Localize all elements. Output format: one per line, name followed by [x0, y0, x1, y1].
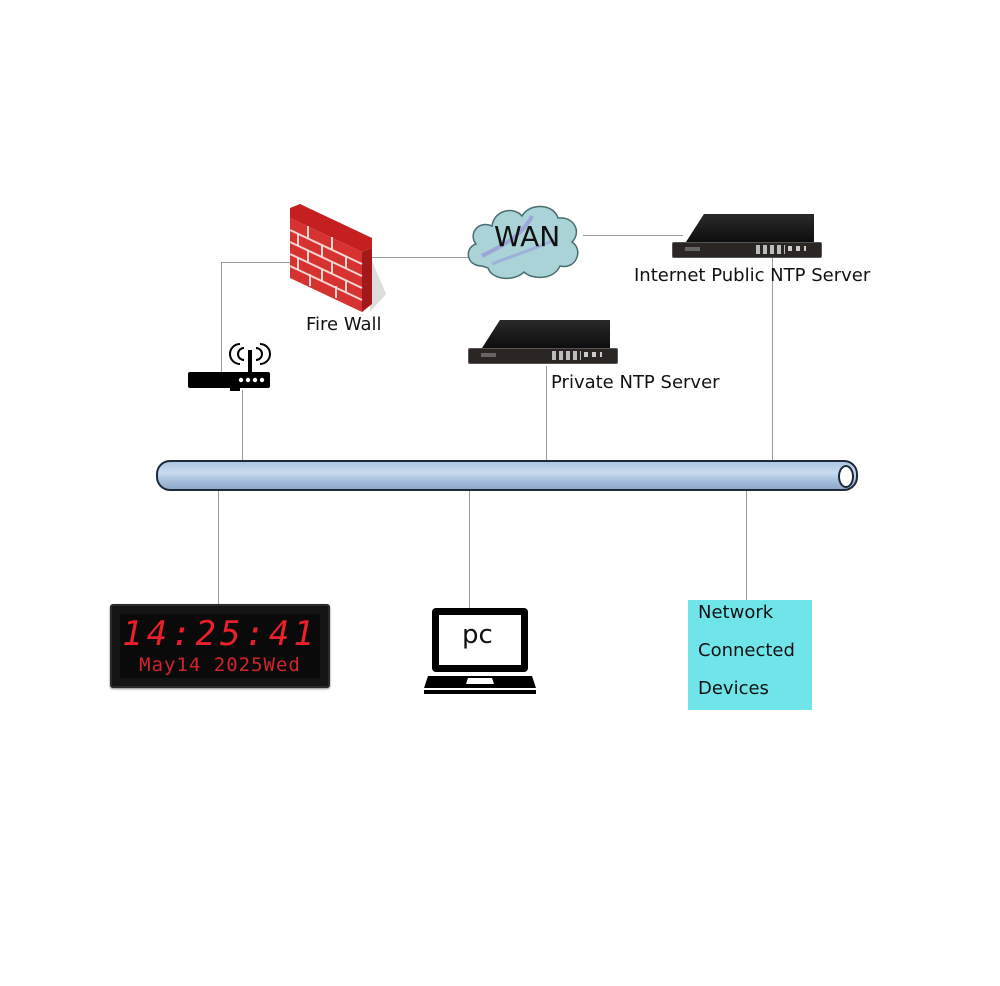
link-firewall-wan [370, 257, 470, 258]
firewall-brick-icon [289, 204, 386, 312]
public-ntp-server [672, 214, 822, 258]
private-ntp-label: Private NTP Server [551, 372, 720, 393]
link-bus-devices [746, 488, 747, 600]
wan-cloud: WAN [462, 196, 584, 284]
devices-line-2: Connected [698, 640, 795, 661]
bus-end-cap [838, 465, 854, 488]
firewall-label: Fire Wall [306, 314, 382, 335]
devices-line-1: Network [698, 602, 774, 623]
devices-line-3: Devices [698, 678, 769, 699]
led-clock: 14:25:41 May14 2025Wed [110, 604, 330, 688]
link-router-firewall [221, 262, 301, 263]
router [186, 338, 272, 394]
link-router-bus [242, 390, 243, 462]
clock-time: 14:25:41 [122, 614, 318, 654]
public-ntp-label: Internet Public NTP Server [634, 265, 871, 286]
link-wan-public-ntp [583, 235, 683, 236]
wan-label: WAN [494, 220, 561, 253]
laptop-icon [424, 608, 536, 694]
link-public-ntp-bus [772, 256, 773, 462]
network-connected-devices: Network Connected Devices [688, 600, 812, 710]
private-ntp-server [468, 320, 618, 364]
link-bus-clock [218, 488, 219, 606]
pc-label: pc [462, 620, 493, 650]
pc-laptop: pc [422, 606, 538, 696]
firewall [286, 204, 386, 316]
network-bus [156, 460, 858, 491]
link-router-firewall-vertical [221, 262, 222, 376]
clock-date: May14 2025Wed [139, 654, 301, 676]
link-private-ntp-bus [546, 366, 547, 462]
link-bus-pc [469, 488, 470, 608]
wifi-router-icon [188, 343, 271, 391]
cloud-icon [467, 205, 579, 280]
